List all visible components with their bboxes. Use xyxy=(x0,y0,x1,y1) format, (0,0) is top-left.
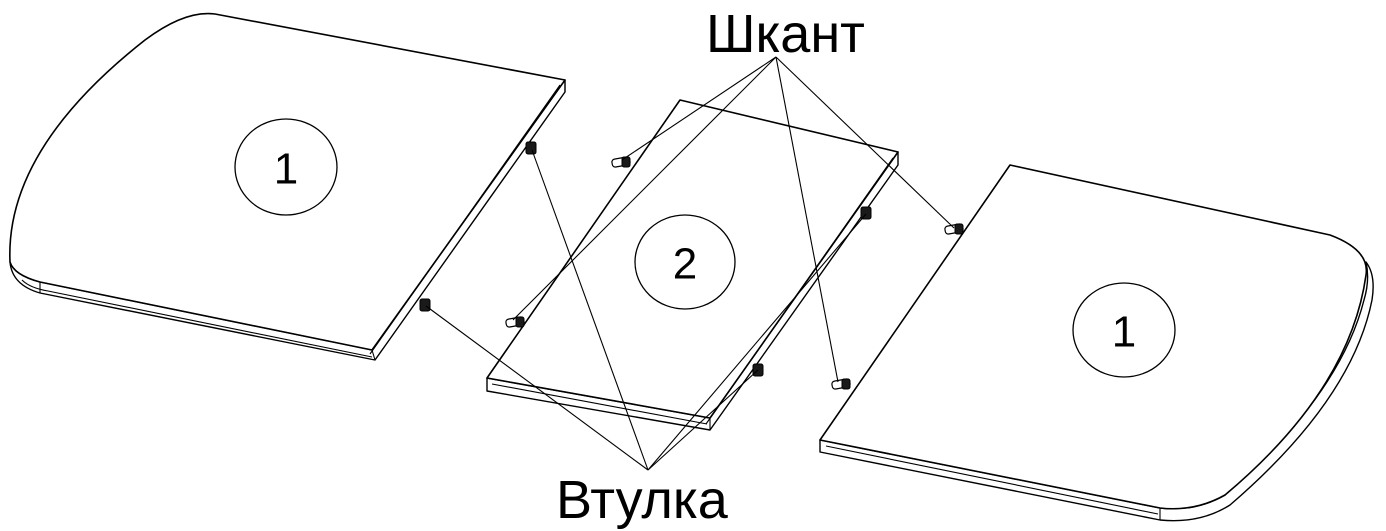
part-number-center: 2 xyxy=(673,240,697,289)
dowel-label: Шкант xyxy=(706,4,865,64)
sleeve-leader-lines xyxy=(425,149,867,471)
sleeve-mark xyxy=(419,298,431,312)
part-number-left: 1 xyxy=(274,145,298,194)
part-badge-left: 1 xyxy=(234,118,338,216)
sleeve-mark xyxy=(860,206,872,220)
dowel-mark xyxy=(831,378,851,390)
sleeve-mark xyxy=(525,141,537,155)
sleeve-label: Втулка xyxy=(556,470,729,530)
part-number-right: 1 xyxy=(1112,308,1136,357)
dowel-mark xyxy=(944,223,964,235)
dowel-leader-lines xyxy=(512,56,955,383)
dowel-mark xyxy=(611,156,631,168)
part-badge-center: 2 xyxy=(634,214,736,310)
part-badge-right: 1 xyxy=(1072,282,1176,378)
